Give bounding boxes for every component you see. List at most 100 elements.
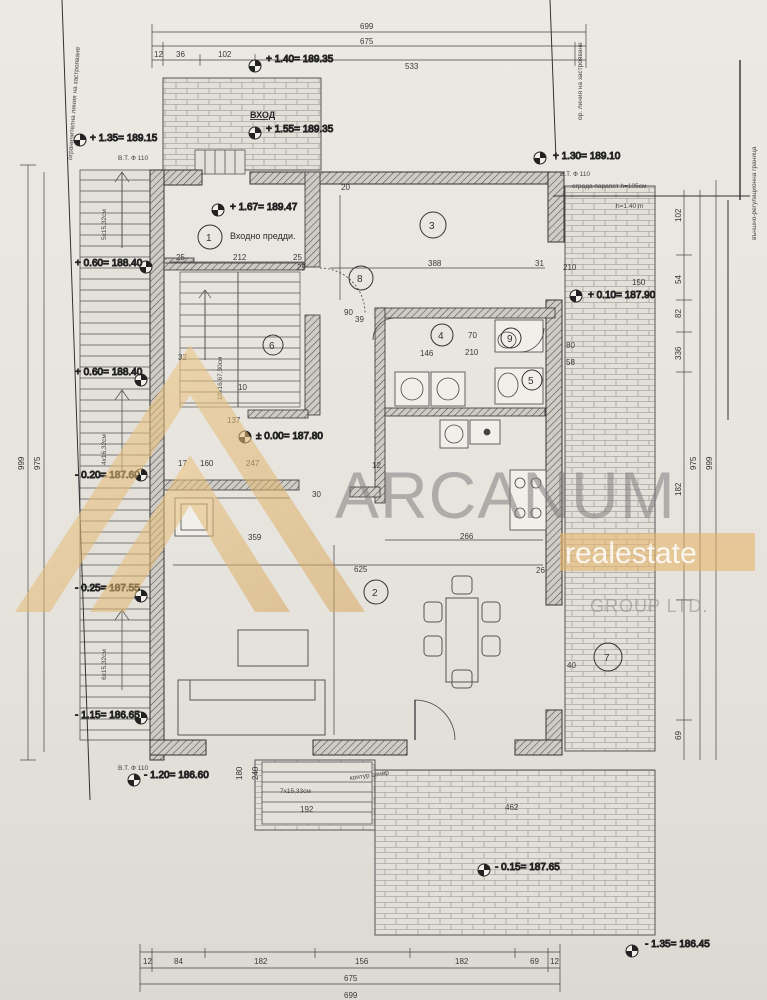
svg-text:182: 182 [254, 957, 268, 966]
svg-text:25: 25 [293, 253, 302, 262]
elevation-label: - 0.15= 187.65 [495, 862, 560, 873]
svg-text:210: 210 [563, 263, 577, 272]
fixtures [174, 319, 547, 537]
svg-text:36: 36 [176, 50, 185, 59]
chair [451, 669, 473, 689]
coffee-table [237, 629, 309, 667]
rear-steps [261, 761, 373, 825]
svg-text:6x15,32см: 6x15,32см [101, 649, 108, 680]
svg-text:39: 39 [355, 315, 364, 324]
svg-text:102: 102 [218, 50, 232, 59]
svg-text:999: 999 [705, 456, 714, 470]
svg-text:17: 17 [178, 459, 187, 468]
elevation-marker: + 1.30= 189.10 [533, 151, 621, 165]
room-9-number: 9 [507, 334, 513, 345]
svg-text:10: 10 [238, 383, 247, 392]
chair [423, 601, 443, 623]
elevation-marker: + 0.60= 188.40 [75, 367, 148, 387]
svg-text:7x15,33см: 7x15,33см [280, 788, 311, 795]
room-1-name: Входно предди. [230, 231, 296, 241]
exterior-walls [149, 169, 565, 761]
svg-text:675: 675 [360, 37, 374, 46]
svg-text:84: 84 [174, 957, 183, 966]
svg-text:ор. линия на застрояване: ор. линия на застрояване [577, 42, 584, 120]
elevation-marker: + 1.40= 189.35 [248, 54, 334, 73]
svg-text:4x16,32см: 4x16,32см [101, 434, 108, 465]
svg-text:180: 180 [235, 766, 244, 780]
svg-text:30: 30 [312, 490, 321, 499]
elevation-label: ± 0.00= 187.80 [256, 431, 323, 442]
svg-text:В.Т. Ф 110: В.Т. Ф 110 [118, 765, 148, 772]
svg-text:80: 80 [566, 341, 575, 350]
svg-text:462: 462 [505, 803, 519, 812]
room-7-number: 7 [604, 653, 610, 664]
watermark: ARCANUM realestate GROUP LTD. [15, 345, 755, 616]
svg-text:146: 146 [420, 349, 434, 358]
svg-text:В.Т. Ф 110: В.Т. Ф 110 [560, 171, 590, 178]
svg-text:388: 388 [428, 259, 442, 268]
svg-text:10x16,67,30см: 10x16,67,30см [217, 356, 224, 400]
svg-text:625: 625 [354, 565, 368, 574]
svg-text:359: 359 [248, 533, 262, 542]
watermark-triangle-logo [15, 345, 365, 612]
room-markers [197, 211, 623, 672]
svg-text:26: 26 [536, 566, 545, 575]
chair [423, 635, 443, 657]
doors [319, 267, 545, 741]
svg-text:90: 90 [344, 308, 353, 317]
elevation-marker: + 1.35= 189.15 [73, 133, 158, 147]
svg-text:54: 54 [674, 275, 683, 284]
regulation-lines [61, 0, 750, 801]
svg-text:12: 12 [550, 957, 559, 966]
svg-text:192: 192 [300, 805, 314, 814]
sofa [177, 679, 326, 736]
elevation-marker: - 1.35= 186.45 [625, 939, 711, 958]
svg-text:212: 212 [233, 253, 247, 262]
room-1-number: 1 [206, 233, 212, 244]
dimension-texts: 699 675 36 102 533 12 699 675 12 84 182 … [17, 22, 714, 1000]
side-terrace [564, 185, 656, 752]
svg-text:31: 31 [535, 259, 544, 268]
svg-text:240: 240 [251, 766, 260, 780]
room-6-number: 6 [269, 341, 275, 352]
svg-text:675: 675 [344, 974, 358, 983]
room-5-number: 5 [528, 376, 534, 387]
svg-text:182: 182 [674, 482, 683, 496]
elevation-label: + 1.40= 189.35 [266, 54, 334, 65]
elevation-label: - 1.20= 186.60 [144, 770, 209, 781]
svg-text:999: 999 [17, 456, 26, 470]
watermark-group: GROUP LTD. [590, 596, 708, 616]
entry-steps [194, 149, 246, 175]
elevation-label: + 0.10= 187.90 [588, 290, 656, 301]
svg-text:25: 25 [176, 253, 185, 262]
elevation-label: + 1.55= 189.35 [266, 124, 334, 135]
elevation-marker: + 1.67= 189.47 [211, 202, 298, 217]
railing-note: ограда парапет h=105см [572, 183, 647, 190]
elevation-label: + 0.60= 188.40 [75, 367, 143, 378]
elevation-label: + 1.35= 189.15 [90, 133, 158, 144]
chair [481, 635, 501, 657]
elevation-label: - 1.15= 186.65 [75, 710, 140, 721]
room-2-number: 2 [372, 588, 378, 599]
elevation-marker: - 1.20= 186.60 [127, 770, 210, 787]
washing-machine [394, 371, 430, 407]
elevation-marker: - 1.15= 186.65 [75, 710, 148, 725]
room-3-number: 3 [429, 221, 435, 232]
room-numbers: 1 2 3 4 5 6 7 8 9 [206, 221, 610, 664]
room-4-number: 4 [438, 331, 444, 342]
svg-text:336: 336 [674, 346, 683, 360]
elevation-marker: + 0.60= 188.40 [75, 258, 153, 274]
svg-text:210: 210 [465, 348, 479, 357]
svg-text:975: 975 [689, 456, 698, 470]
elevation-marker: - 0.15= 187.65 [477, 862, 561, 877]
elevation-label: + 0.60= 188.40 [75, 258, 143, 269]
entrance-label: ВХОД [250, 110, 276, 120]
elevation-label: + 1.67= 189.47 [230, 202, 298, 213]
svg-text:външно-регулационна граница: външно-регулационна граница [751, 146, 758, 240]
elevation-label: - 1.35= 186.45 [645, 939, 710, 950]
svg-text:160: 160 [200, 459, 214, 468]
watermark-sub: realestate [565, 537, 697, 570]
elevation-label: + 1.30= 189.10 [553, 151, 621, 162]
